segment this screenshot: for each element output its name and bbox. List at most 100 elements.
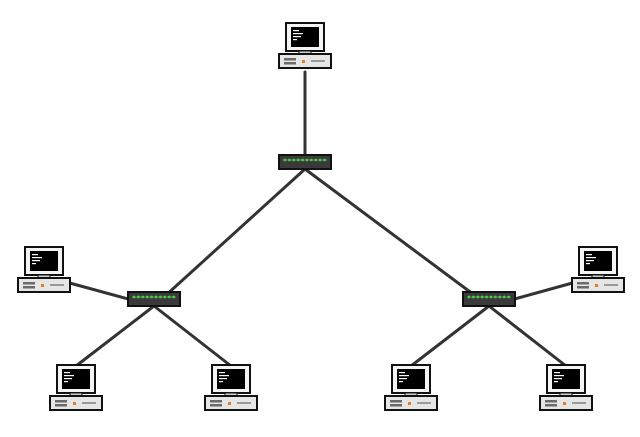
- network-nodes: [17, 22, 625, 411]
- screen-text-line: [586, 254, 592, 256]
- monitor-screen: [584, 251, 612, 271]
- computer-left-bottom-1-computer-icon: [49, 364, 103, 411]
- screen-text-line: [219, 372, 225, 374]
- power-light: [73, 402, 76, 405]
- hub-port-strip: [132, 296, 176, 298]
- hub-led: [296, 158, 300, 162]
- drive-slot: [23, 282, 35, 285]
- screen-text-line: [293, 36, 301, 38]
- screen-text-line: [219, 378, 227, 380]
- hub-led: [283, 158, 287, 162]
- hub-led: [172, 295, 175, 299]
- cable-hub-left-to-computer-left-bottom-1: [74, 304, 156, 368]
- drive-slot: [55, 404, 67, 407]
- front-panel: [311, 60, 325, 62]
- drive-slot: [210, 400, 222, 403]
- hub-led: [163, 295, 167, 299]
- front-panel: [604, 284, 618, 286]
- drive-slot: [284, 58, 296, 61]
- cable-hub-right-to-computer-right-bottom-2: [487, 304, 568, 368]
- screen-text-line: [554, 375, 564, 377]
- hub-led: [159, 295, 162, 299]
- power-light: [228, 402, 231, 405]
- hub-led: [314, 158, 318, 162]
- hub-right-hub-icon: [462, 291, 516, 307]
- drive-slot: [284, 62, 296, 65]
- hub-led: [507, 295, 510, 299]
- hub-led: [498, 295, 502, 299]
- front-panel: [572, 402, 586, 404]
- computer-right-side-computer-icon: [571, 246, 625, 293]
- hub-body: [462, 291, 516, 307]
- drive-slot: [545, 400, 557, 403]
- drive-slot: [23, 286, 35, 289]
- monitor-screen: [217, 369, 245, 389]
- screen-text-line: [399, 375, 409, 377]
- power-light: [302, 60, 305, 63]
- computer-left-bottom-2-computer-icon: [204, 364, 258, 411]
- computer-right-bottom-2-computer-icon: [539, 364, 593, 411]
- hub-led: [301, 158, 304, 162]
- screen-text-line: [293, 39, 297, 41]
- hub-led: [485, 295, 488, 299]
- drive-slot: [577, 286, 589, 289]
- cable-hub-root-to-hub-left: [152, 167, 307, 308]
- monitor-screen: [552, 369, 580, 389]
- cable-hub-right-to-computer-right-bottom-1: [409, 304, 491, 368]
- hub-led: [480, 295, 484, 299]
- hub-body: [127, 291, 181, 307]
- hub-led: [494, 295, 497, 299]
- screen-text-line: [399, 381, 403, 383]
- power-light: [41, 284, 44, 287]
- screen-text-line: [586, 257, 596, 259]
- hub-led: [141, 295, 145, 299]
- hub-port-strip: [283, 159, 327, 161]
- computer-left-side-computer-icon: [17, 246, 71, 293]
- screen-text-line: [64, 372, 70, 374]
- monitor-screen: [62, 369, 90, 389]
- hub-left-hub-icon: [127, 291, 181, 307]
- screen-text-line: [293, 30, 299, 32]
- screen-text-line: [32, 263, 36, 265]
- hub-led: [154, 295, 158, 299]
- hub-led: [150, 295, 153, 299]
- hub-led: [145, 295, 149, 299]
- computer-top-computer-icon: [278, 22, 332, 69]
- hub-led: [310, 158, 313, 162]
- drive-slot: [390, 400, 402, 403]
- network-links: [64, 70, 578, 368]
- drive-slot: [545, 404, 557, 407]
- monitor-screen: [397, 369, 425, 389]
- hub-led: [318, 158, 322, 162]
- cable-hub-left-to-computer-left-bottom-2: [152, 304, 233, 368]
- screen-text-line: [554, 378, 562, 380]
- hub-led: [132, 295, 136, 299]
- front-panel: [50, 284, 64, 286]
- hub-led: [502, 295, 506, 299]
- hub-body: [278, 154, 332, 170]
- monitor-screen: [291, 27, 319, 47]
- hub-led: [288, 158, 291, 162]
- screen-text-line: [32, 254, 38, 256]
- drive-slot: [390, 404, 402, 407]
- screen-text-line: [64, 375, 74, 377]
- power-light: [563, 402, 566, 405]
- screen-text-line: [219, 381, 223, 383]
- drive-slot: [210, 404, 222, 407]
- screen-text-line: [293, 33, 303, 35]
- power-light: [595, 284, 598, 287]
- hub-led: [472, 295, 475, 299]
- hub-led: [292, 158, 296, 162]
- screen-text-line: [64, 378, 72, 380]
- front-panel: [237, 402, 251, 404]
- front-panel: [417, 402, 431, 404]
- hub-led: [305, 158, 309, 162]
- hub-led: [323, 158, 326, 162]
- hub-port-strip: [467, 296, 511, 298]
- hub-root-hub-icon: [278, 154, 332, 170]
- hub-led: [476, 295, 480, 299]
- screen-text-line: [586, 260, 594, 262]
- drive-slot: [55, 400, 67, 403]
- power-light: [408, 402, 411, 405]
